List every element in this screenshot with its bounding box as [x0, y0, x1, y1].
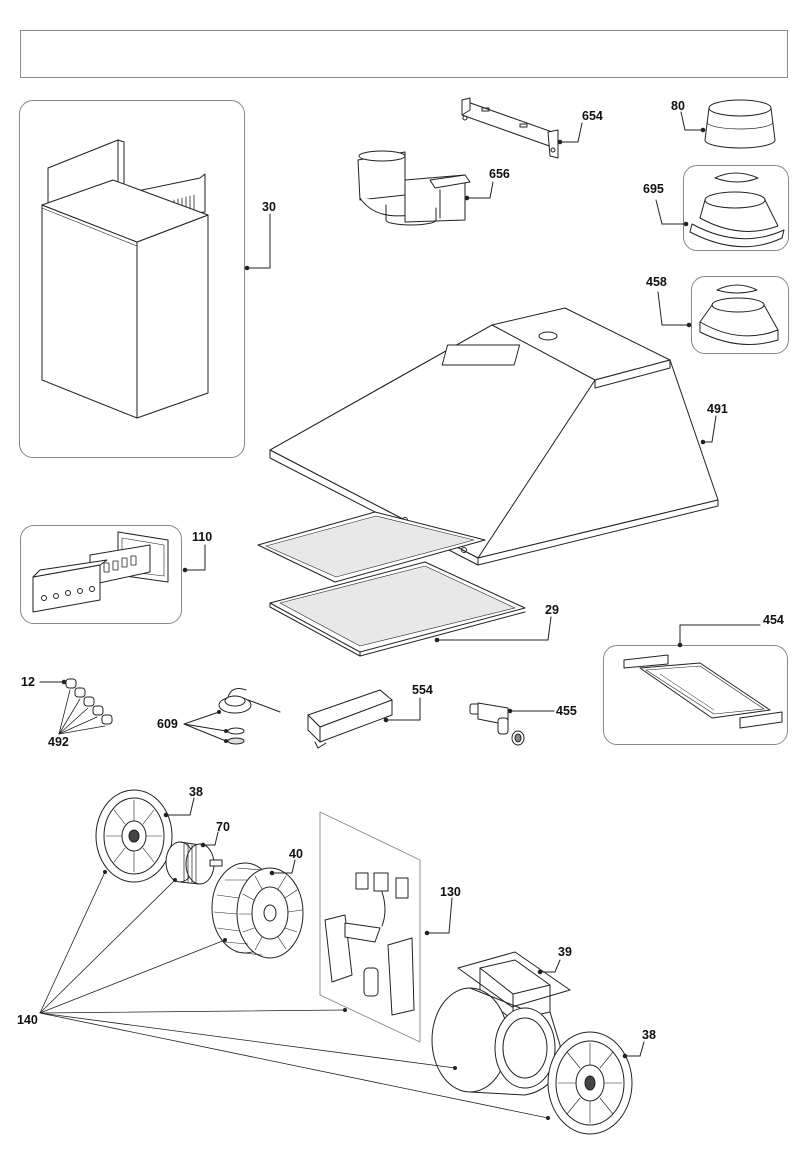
- callout-454: 454: [763, 613, 784, 627]
- chimney-cover-part: [41, 139, 209, 419]
- flap-adapter-695-part: [689, 172, 785, 248]
- mounting-bracket-part: [461, 97, 559, 159]
- callout-38-top: 38: [189, 785, 203, 799]
- callout-130: 130: [440, 885, 461, 899]
- callout-40: 40: [289, 847, 303, 861]
- callout-695: 695: [643, 182, 664, 196]
- callout-12: 12: [21, 675, 35, 689]
- duct-adapter-part: [357, 150, 471, 226]
- callout-30: 30: [262, 200, 276, 214]
- callout-140: 140: [17, 1013, 38, 1027]
- motor-part: [165, 841, 223, 885]
- inlet-plate-part: [547, 1031, 633, 1135]
- callout-656: 656: [489, 167, 510, 181]
- header-title-box: [20, 30, 788, 78]
- lamp-holder-part: [469, 702, 525, 746]
- flap-adapter-458-part: [699, 284, 779, 345]
- knobs-part: [65, 678, 113, 725]
- transformer-part: [307, 689, 393, 749]
- impeller-part: [211, 862, 304, 959]
- callout-654: 654: [582, 109, 603, 123]
- callout-70: 70: [216, 820, 230, 834]
- callout-455: 455: [556, 704, 577, 718]
- callout-38-bottom: 38: [642, 1028, 656, 1042]
- callout-492: 492: [48, 735, 69, 749]
- callout-29: 29: [545, 603, 559, 617]
- callout-491: 491: [707, 402, 728, 416]
- glass-shelf-part: [623, 654, 783, 729]
- fan-motor-plate-part: [95, 789, 173, 883]
- duct-collar-part: [704, 99, 776, 149]
- screws-leaders: [39, 870, 551, 1121]
- capacitor-panel-part: [319, 811, 421, 1043]
- callout-458: 458: [646, 275, 667, 289]
- scroll-housing-part: [431, 951, 571, 1096]
- callout-39: 39: [558, 945, 572, 959]
- callout-110: 110: [192, 530, 213, 544]
- control-switch-part: [32, 531, 169, 613]
- callout-609: 609: [157, 717, 178, 731]
- lamp-part: [218, 688, 281, 745]
- hood-body-part: [269, 307, 719, 566]
- callout-554: 554: [412, 683, 433, 697]
- grease-filter-part: [257, 511, 526, 657]
- frame-adapter-458: [691, 276, 789, 354]
- callout-80: 80: [671, 99, 685, 113]
